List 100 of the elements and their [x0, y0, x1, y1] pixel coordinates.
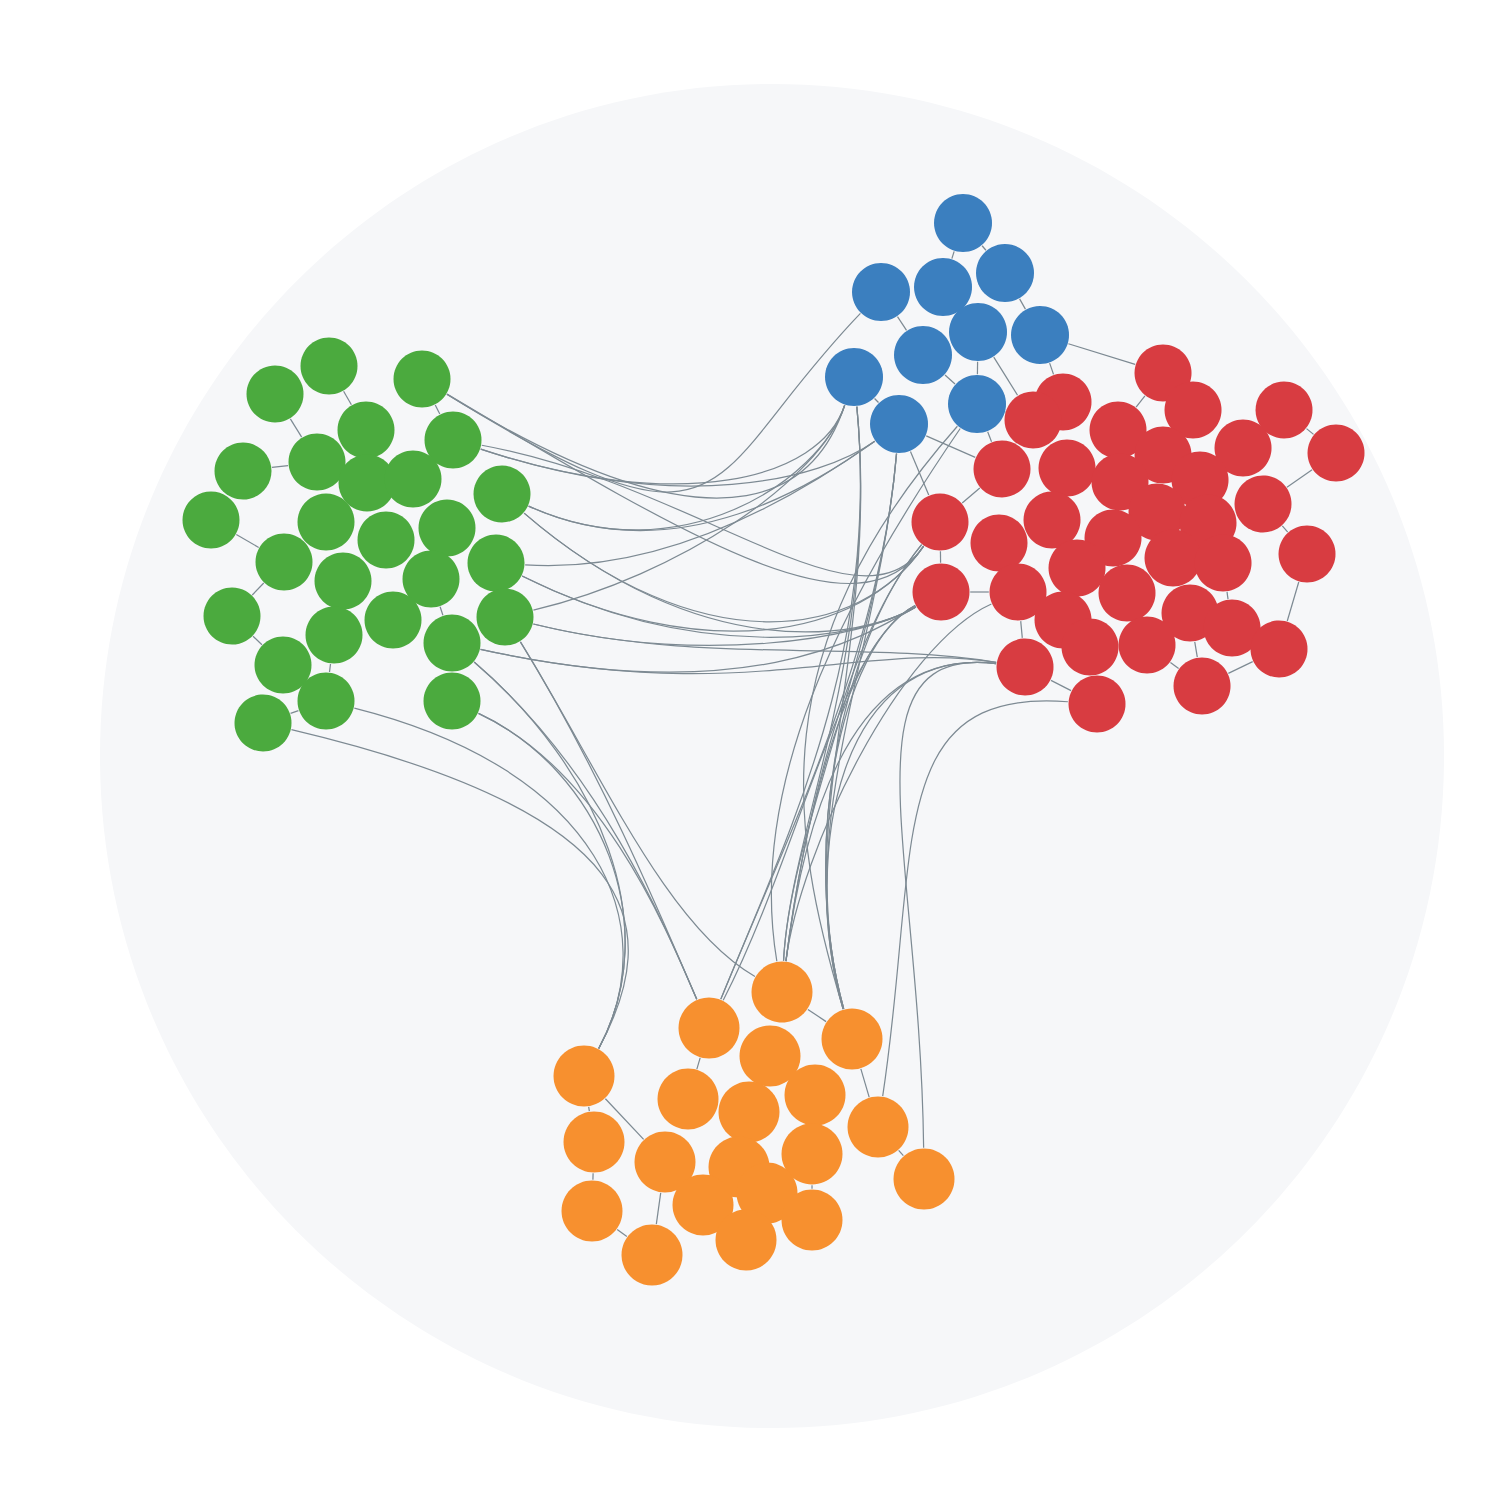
node-circle: [894, 326, 952, 384]
connector-line: [271, 464, 289, 469]
connector-line: [655, 1192, 662, 1225]
node-circle: [1255, 381, 1313, 439]
connector-line: [1004, 411, 1007, 413]
node-circle: [288, 433, 346, 491]
connector-line: [969, 591, 990, 593]
connector-line: [527, 440, 876, 532]
connector-line: [1020, 620, 1023, 639]
node-circle: [1023, 491, 1081, 549]
node-circle: [1250, 620, 1308, 678]
connector-line: [532, 404, 846, 611]
connector-line: [592, 1172, 594, 1181]
connector-line: [434, 404, 441, 415]
connector-line: [1194, 641, 1198, 658]
connector-line: [439, 606, 444, 616]
node-circle: [297, 493, 355, 551]
node-circle: [424, 411, 482, 469]
node-circle: [1089, 401, 1147, 459]
node-circle: [911, 493, 969, 551]
node-circle: [715, 1209, 777, 1271]
node-circle: [718, 1081, 780, 1143]
node-circle: [934, 194, 992, 252]
connector-line: [289, 710, 300, 714]
node-circle: [825, 348, 883, 406]
node-circle: [1164, 381, 1222, 439]
connector-line: [873, 397, 880, 404]
connector-line: [722, 604, 916, 1001]
connector-line: [343, 390, 352, 406]
node-circle: [255, 533, 313, 591]
connector-line: [446, 312, 862, 492]
node-circle: [949, 303, 1007, 361]
connector-line: [720, 405, 861, 1000]
connector-line: [939, 550, 942, 564]
node-circle: [1134, 344, 1192, 402]
connector-line: [825, 544, 923, 1010]
connector-line: [1281, 525, 1289, 533]
connector-line: [896, 316, 908, 331]
node-circle: [1173, 657, 1231, 715]
connector-line: [981, 245, 987, 251]
connector-line: [976, 361, 979, 375]
connector-line: [519, 641, 698, 1000]
connector-line: [521, 545, 925, 632]
node-circle: [561, 1180, 623, 1242]
connector-line: [588, 1106, 590, 1112]
node-circle: [357, 511, 415, 569]
node-circle: [784, 1064, 846, 1126]
node-circle: [305, 606, 363, 664]
node-circle: [912, 563, 970, 621]
node-circle: [970, 514, 1028, 572]
node-circle: [672, 1174, 734, 1236]
node-circle: [989, 563, 1047, 621]
node-circle: [297, 672, 355, 730]
node-circle: [553, 1045, 615, 1107]
node-circle: [1091, 453, 1149, 511]
node-circle: [739, 1025, 801, 1087]
node-circle: [973, 440, 1031, 498]
connector-line: [807, 1008, 827, 1023]
node-circle: [914, 258, 972, 316]
node-circle: [402, 550, 460, 608]
connector-line: [944, 374, 956, 385]
connector-line: [696, 1057, 701, 1070]
node-circle: [870, 395, 928, 453]
node-circle: [1061, 618, 1119, 676]
connector-line: [479, 648, 997, 675]
node-circle: [418, 499, 476, 557]
node-circle: [996, 638, 1054, 696]
connector-line: [235, 533, 260, 549]
node-circle: [182, 491, 240, 549]
node-circle: [976, 244, 1034, 302]
connector-line: [1286, 469, 1313, 488]
connector-line: [1019, 298, 1027, 310]
node-circle: [300, 337, 358, 395]
node-circle: [473, 465, 531, 523]
node-circle: [423, 614, 481, 672]
connector-line: [882, 701, 1069, 1097]
connector-line: [1305, 428, 1315, 435]
node-circle: [476, 588, 534, 646]
node-circle: [1098, 564, 1156, 622]
connector-line: [1227, 661, 1254, 674]
node-circle: [563, 1111, 625, 1173]
connector-line: [1169, 661, 1180, 670]
node-circle: [781, 1123, 843, 1185]
connector-line: [771, 427, 961, 962]
node-circle: [337, 401, 395, 459]
connector-line: [951, 250, 955, 260]
node-circle: [467, 534, 525, 592]
node-circle: [1011, 306, 1069, 364]
connector-line: [987, 431, 993, 443]
node-circle: [1278, 525, 1336, 583]
connector-line: [898, 1149, 904, 1157]
node-circle: [1194, 534, 1252, 592]
node-circle: [246, 365, 304, 423]
connector-line: [290, 729, 629, 1050]
node-circle: [423, 672, 481, 730]
node-circle: [1118, 616, 1176, 674]
node-circle: [781, 1189, 843, 1251]
connector-line: [604, 1098, 645, 1140]
connector-line: [1067, 343, 1136, 365]
node-circle: [1203, 599, 1261, 657]
